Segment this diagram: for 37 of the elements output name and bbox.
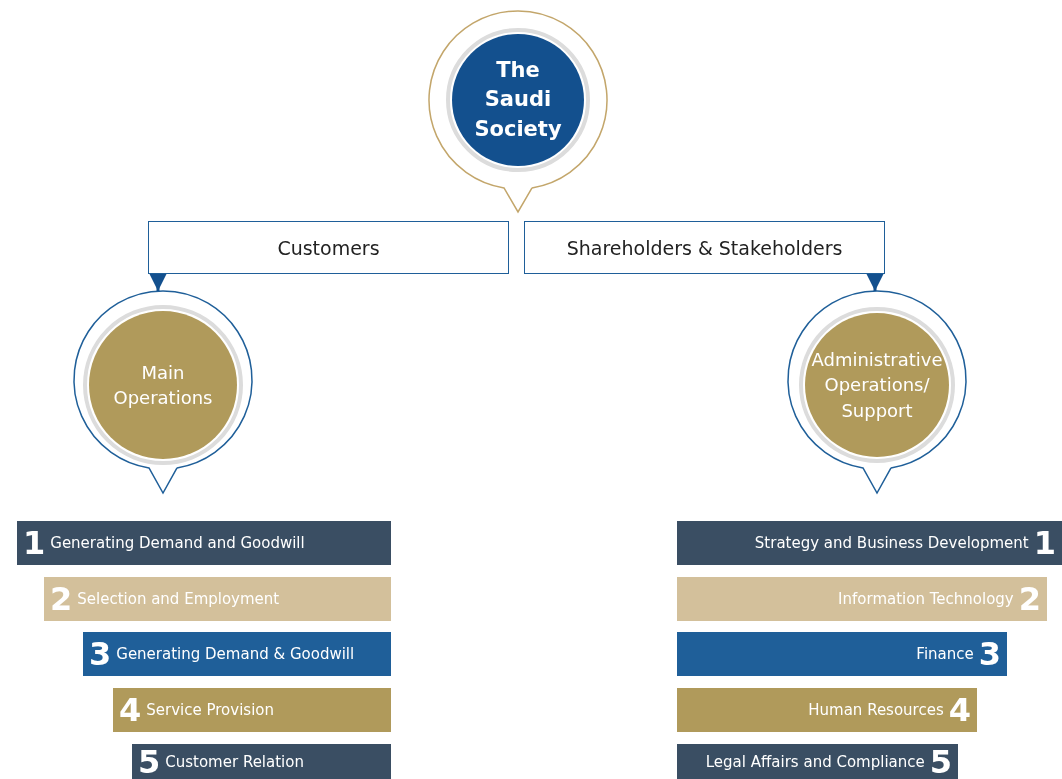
step-number: 4 — [119, 694, 142, 726]
step-number: 4 — [948, 694, 971, 726]
step-label: Generating Demand & Goodwill — [116, 645, 355, 663]
list-bar — [113, 688, 391, 732]
step-label: Information Technology — [838, 590, 1014, 608]
step-label: Customer Relation — [165, 752, 304, 771]
list-bar — [677, 521, 1062, 565]
list-bar — [132, 744, 391, 779]
list-bar — [44, 577, 391, 621]
arrow — [149, 273, 167, 291]
step-number: 5 — [138, 745, 161, 778]
label-box: Shareholders & Stakeholders — [524, 221, 885, 274]
step-number: 5 — [929, 745, 952, 778]
step-label: Generating Demand and Goodwill — [50, 534, 305, 552]
step-number: 3 — [89, 638, 112, 670]
step-number: 2 — [1018, 583, 1041, 615]
circle-node: Administrative Operations/ Support — [805, 313, 949, 457]
step-label: Legal Affairs and Compliance — [705, 752, 925, 771]
step-number: 1 — [1033, 527, 1056, 559]
step-label: Service Provision — [146, 701, 274, 719]
step-number: 1 — [23, 527, 46, 559]
list-bar — [17, 521, 391, 565]
step-label: Selection and Employment — [77, 590, 280, 608]
list-bar — [677, 577, 1047, 621]
arrow — [866, 273, 884, 291]
step-label: Human Resources — [808, 701, 944, 719]
step-number: 3 — [978, 638, 1001, 670]
list-bar — [677, 632, 1007, 676]
step-label: Strategy and Business Development — [754, 534, 1029, 552]
step-label: Finance — [916, 645, 974, 663]
list-bar — [83, 632, 391, 676]
step-number: 2 — [50, 583, 73, 615]
label-box: Customers — [148, 221, 509, 274]
circle-node: Main Operations — [89, 311, 237, 459]
circle-node: The Saudi Society — [452, 34, 584, 166]
list-bar — [677, 688, 977, 732]
list-bar — [677, 744, 958, 779]
